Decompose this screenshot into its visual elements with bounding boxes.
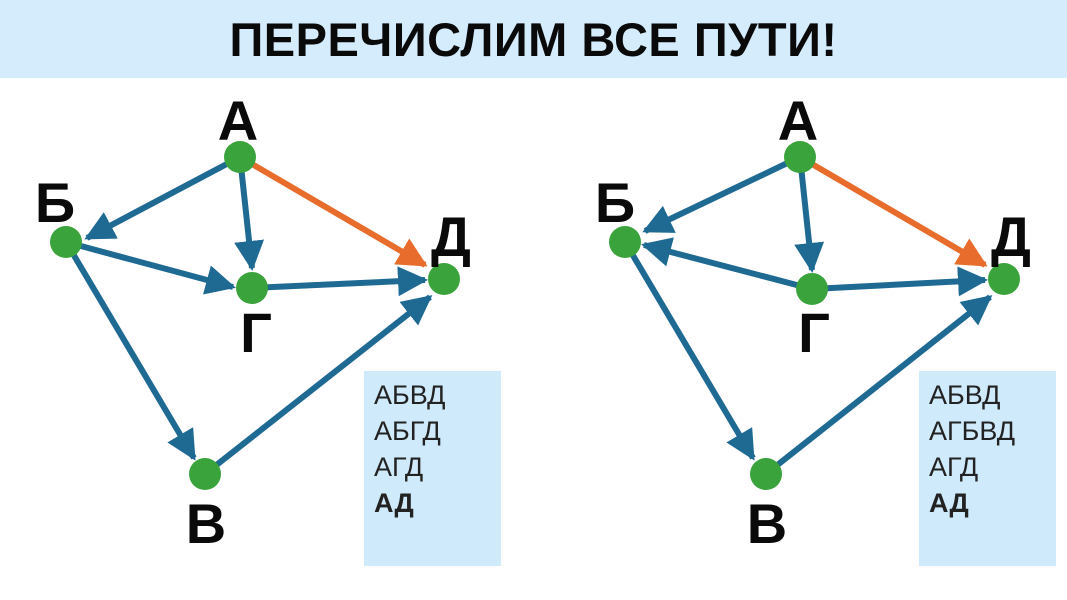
node-b [50,226,82,258]
node-label-v: В [186,492,226,555]
paths-list-left: АБВД АБГД АГД АД [364,371,501,566]
edge-b-v [63,240,197,461]
path-item-bold: АД [374,488,414,518]
paths-list-right: АБВД АГБВД АГД АД [919,371,1056,566]
edge-v-d [203,294,433,477]
path-item: АБВД [929,380,1001,410]
node-label-g: Г [240,301,272,364]
path-item: АГД [929,452,979,482]
edge-b-g [65,239,236,295]
path-item-bold: АД [929,488,969,518]
edge-a-d [238,154,428,268]
path-item: АБВД [374,380,446,410]
node-label-d: Д [431,205,471,268]
node-a [784,141,816,173]
edge-g-b [641,237,813,292]
edge-g-d [251,266,428,297]
edge-a-d [798,154,988,268]
node-label-b: Б [595,171,635,234]
node-label-b: Б [35,171,75,234]
edge-b-v [622,240,756,461]
page-title: ПЕРЕЧИСЛИМ ВСЕ ПУТИ! [229,13,838,66]
edge-a-g [794,156,825,273]
node-g [796,273,828,305]
edge-a-g [234,156,265,271]
edge-v-d [764,294,993,477]
title-bar [0,0,1067,78]
graph-left: А Б Г Д В [35,89,471,555]
node-label-a: А [778,89,818,152]
node-label-d: Д [991,205,1031,268]
node-d [428,263,460,295]
edge-a-b [84,154,242,241]
path-item: АГБВД [929,416,1016,446]
node-label-g: Г [798,301,830,364]
edge-g-d [811,266,988,297]
node-a [224,141,256,173]
node-v [189,458,221,490]
node-label-a: А [218,89,258,152]
node-b [609,226,641,258]
graph-right: А Б Г Д В [595,89,1031,555]
node-v [750,458,782,490]
path-item: АБГД [374,416,441,446]
edge-a-b [642,154,802,234]
path-item: АГД [374,452,424,482]
node-g [236,272,268,304]
node-d [988,263,1020,295]
node-label-v: В [747,492,787,555]
